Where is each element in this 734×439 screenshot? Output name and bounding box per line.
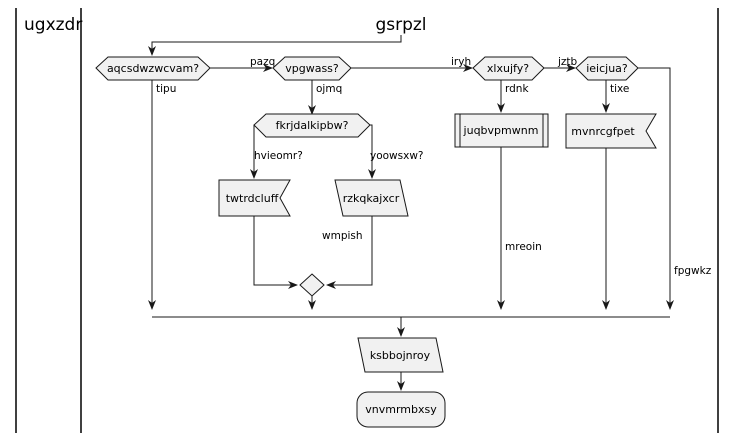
edge-label: rdnk: [505, 83, 529, 95]
edge-label: tipu: [156, 83, 176, 95]
action-label: twtrdcluff: [226, 192, 279, 205]
edge-label: jztb: [557, 56, 578, 68]
edge-label: mreoin: [505, 241, 542, 253]
edge-d5-fpgwkz: [638, 67, 674, 310]
edge-d3-yoowsxw: [368, 124, 376, 179]
edge-label: iryh: [451, 56, 471, 68]
edge-start: [148, 35, 402, 56]
action-label: juqbvpmwnm: [463, 124, 539, 137]
action-label: mvnrcgfpet: [571, 125, 635, 138]
swimlane-title-ugxzdr: ugxzdr: [24, 15, 82, 35]
action-vnvmrmbxsy: [356, 391, 446, 428]
action-label: vnvmrmbxsy: [365, 403, 437, 416]
edge-label: hvieomr?: [254, 150, 303, 162]
action-juqbvpmwnm: [454, 113, 549, 148]
edge-twtrdcluff-merge: [253, 216, 298, 289]
decision-label: vpgwass?: [285, 62, 339, 75]
edge-label: ojmq: [316, 83, 342, 95]
action-mvnrcgfpet: [565, 113, 657, 149]
edge-rzkqkajxcr-merge: [326, 216, 373, 289]
action-rzkqkajxcr: [334, 179, 409, 217]
edge-label: tixe: [610, 83, 629, 95]
decision-label: fkrjdalkipbw?: [276, 119, 349, 132]
action-label: ksbbojnroy: [370, 349, 431, 362]
decision-label: xlxujfy?: [487, 62, 529, 75]
edge-label: fpgwkz: [674, 265, 712, 277]
decision-label: ieicjua?: [586, 62, 628, 75]
edge-label: pazq: [250, 56, 275, 68]
edge-label: wmpish: [322, 230, 363, 242]
swimlane-title-gsrpzl: gsrpzl: [375, 15, 426, 35]
action-twtrdcluff: [218, 179, 291, 217]
action-ksbbojnroy: [357, 337, 444, 373]
edge-label: yoowsxw?: [370, 150, 424, 162]
decision-label: aqcsdwzwcvam?: [107, 62, 199, 75]
merge-diamond: [299, 273, 325, 297]
action-label: rzkqkajxcr: [343, 192, 400, 205]
